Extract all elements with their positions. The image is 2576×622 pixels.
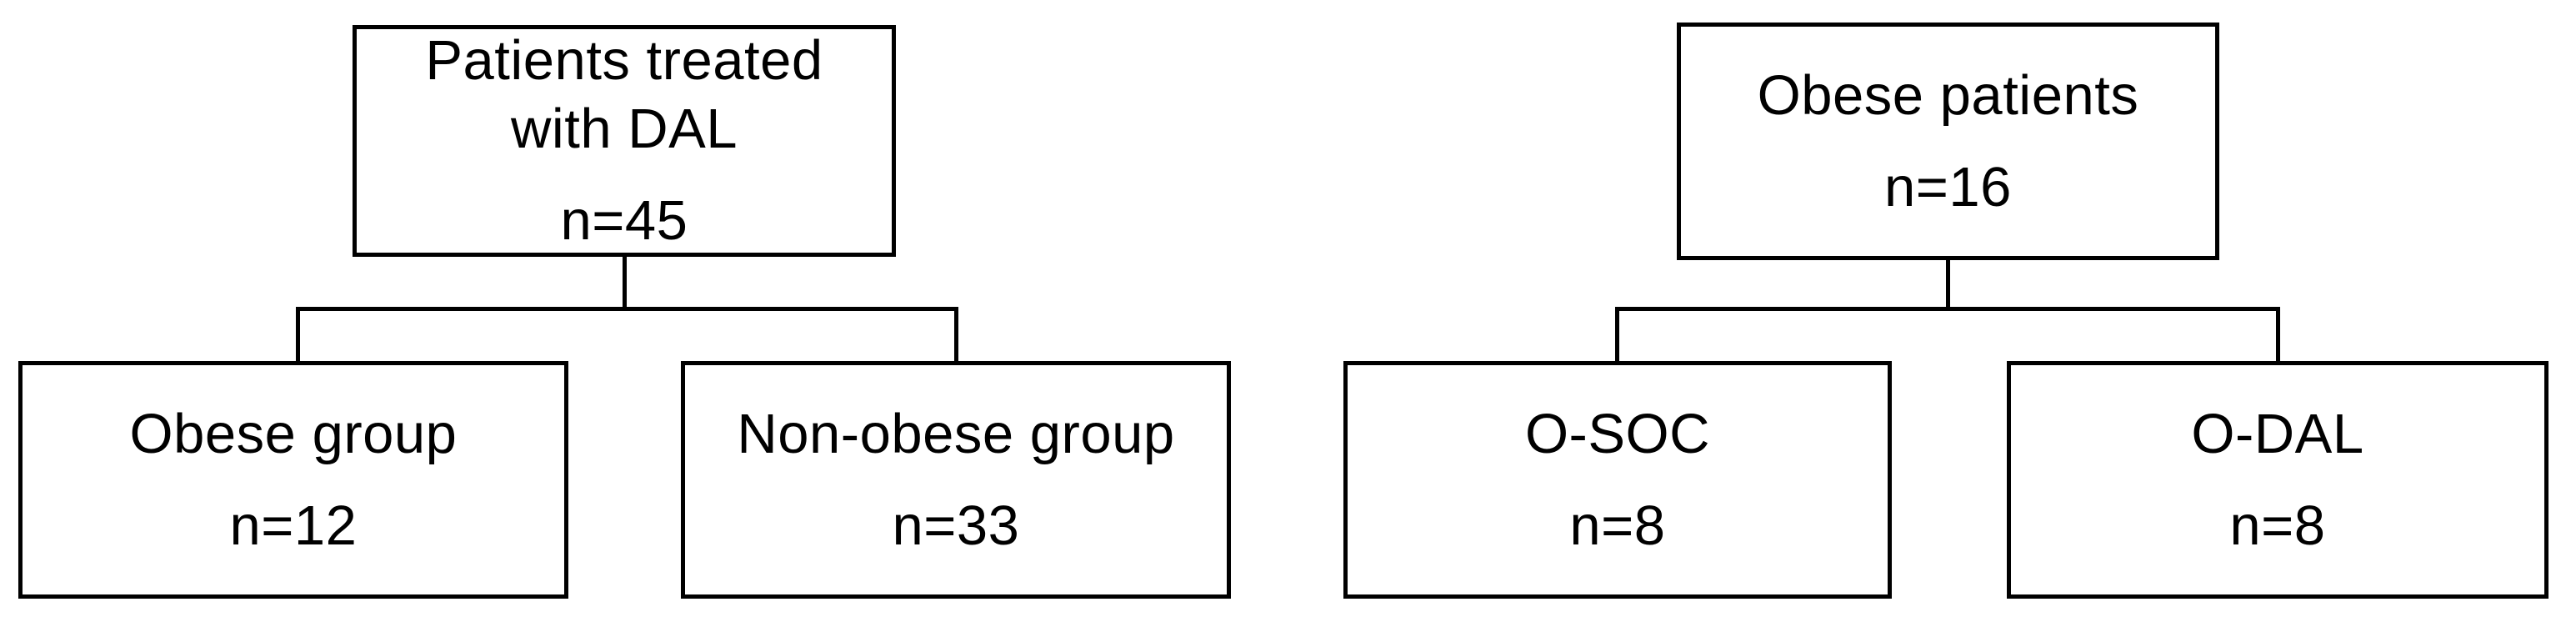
box-label: Non-obese group (737, 402, 1175, 465)
connector-left-drop-obese-group (296, 307, 300, 363)
connector-left-root-stem (623, 255, 627, 310)
box-label: O-DAL (2191, 402, 2364, 465)
box-obese-patients: Obese patients n=16 (1677, 23, 2219, 260)
box-patients-treated-with-dal: Patients treated with DAL n=45 (353, 25, 896, 257)
connector-right-drop-o-dal (2276, 307, 2280, 363)
box-n-count: n=8 (2229, 494, 2326, 557)
box-n-count: n=33 (892, 494, 1020, 557)
box-obese-group: Obese group n=12 (18, 361, 568, 599)
connector-right-drop-o-soc (1615, 307, 1619, 363)
box-non-obese-group: Non-obese group n=33 (681, 361, 1231, 599)
box-o-soc: O-SOC n=8 (1343, 361, 1892, 599)
box-label: Patients treated with DAL (425, 29, 823, 161)
connector-left-horizontal-bar (296, 307, 958, 311)
connector-left-drop-non-obese-group (954, 307, 958, 363)
box-n-count: n=12 (229, 494, 358, 557)
box-n-count: n=8 (1569, 494, 1666, 557)
connector-right-root-stem (1946, 258, 1950, 310)
box-n-count: n=16 (1884, 155, 2012, 218)
connector-right-horizontal-bar (1615, 307, 2280, 311)
box-label: O-SOC (1524, 402, 1711, 465)
box-label: Obese patients (1757, 63, 2139, 127)
box-o-dal: O-DAL n=8 (2007, 361, 2548, 599)
box-n-count: n=45 (560, 188, 688, 252)
box-label: Obese group (129, 402, 458, 465)
